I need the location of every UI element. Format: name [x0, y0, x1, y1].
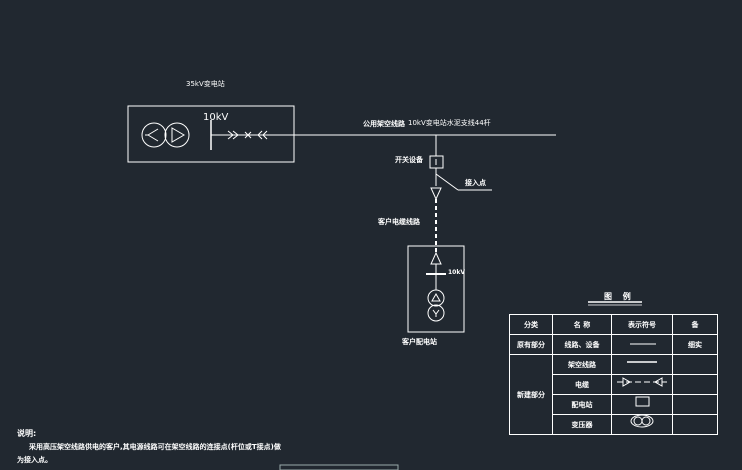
legend-row: 电缆: [510, 374, 718, 395]
legend-row: 新建部分 架空线路: [509, 354, 718, 435]
customer-voltage-label: 10kV: [448, 269, 465, 276]
legend-title: 图 例: [604, 292, 635, 301]
access-point-leader: [435, 173, 459, 191]
legend-symbol-cell: [611, 334, 673, 355]
notes-title: 说明:: [17, 429, 37, 438]
legend-note: [672, 354, 718, 375]
legend-table: 分类 名 称 表示符号 备 原有部分 线路、设备 细实 新建部分 架空线路 电缆…: [509, 314, 718, 435]
legend-row: 变压器: [510, 414, 718, 435]
customer-transformer-symbol: [427, 289, 445, 322]
substation-box: [127, 105, 295, 163]
legend-symbol-cell: [611, 394, 673, 415]
bus-voltage-label: 10kV: [203, 112, 229, 123]
legend-header-note: 备: [672, 314, 718, 335]
customer-station-box: [407, 245, 465, 333]
switch-device-label: 开关设备: [395, 156, 423, 164]
line-name-label: 10kV变电站水泥支线44杆: [408, 119, 491, 127]
customer-cable-label: 客户电缆线路: [378, 218, 420, 226]
access-point-label: 接入点: [465, 179, 486, 187]
notes-line-2: 为接入点。: [17, 456, 52, 464]
disconnect-switch-symbol: [227, 130, 268, 140]
legend-header-category: 分类: [509, 314, 553, 335]
legend-category: 新建部分: [509, 354, 553, 435]
legend-symbol-cell: [611, 414, 673, 435]
customer-station-label: 客户配电站: [402, 338, 437, 346]
legend-row: 原有部分 线路、设备 细实: [509, 334, 718, 355]
legend-item-name: 架空线路: [552, 354, 612, 375]
legend-symbol-cell: [611, 354, 673, 375]
legend-note: 细实: [672, 334, 718, 355]
legend-item-name: 线路、设备: [552, 334, 612, 355]
cable-termination-top: [430, 187, 442, 201]
legend-header-symbol: 表示符号: [611, 314, 673, 335]
line-category-label: 公用架空线路: [363, 120, 405, 128]
legend-note: [672, 394, 718, 415]
legend-item-name: 变压器: [552, 414, 612, 435]
legend-row: 配电站: [510, 394, 718, 415]
legend-header-name: 名 称: [552, 314, 612, 335]
legend-note: [672, 414, 718, 435]
notes-line-1: 采用高压架空线路供电的客户,其电源线路可在架空线路的连接点(杆位或T接点)做: [29, 443, 281, 451]
legend-symbol-cell: [611, 374, 673, 395]
legend-item-name: 电缆: [552, 374, 612, 395]
cable-termination-bottom: [430, 251, 442, 265]
substation-title: 35kV变电站: [186, 80, 225, 88]
legend-note: [672, 374, 718, 395]
legend-category: 原有部分: [509, 334, 553, 355]
legend-item-name: 配电站: [552, 394, 612, 415]
legend-header-row: 分类 名 称 表示符号 备: [509, 314, 718, 335]
substation-transformer-symbol: [141, 122, 190, 148]
